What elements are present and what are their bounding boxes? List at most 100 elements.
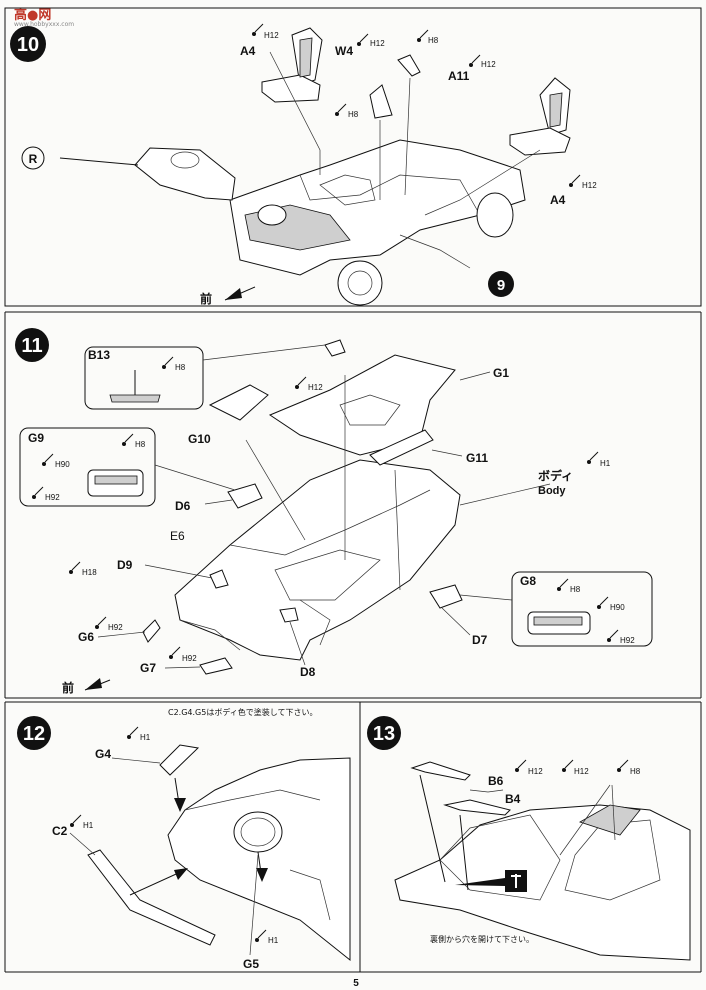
g4-part <box>159 744 200 776</box>
paint-brush-icon <box>169 646 181 659</box>
b4-part <box>443 799 511 816</box>
paint-g8-h8: H8 <box>570 585 581 594</box>
paint-brush-icon <box>357 33 369 46</box>
paint-brush-icon <box>562 759 574 772</box>
d7-part <box>429 584 463 609</box>
step-11-number: 11 <box>21 335 42 357</box>
label-front-10: 前 <box>200 291 212 306</box>
step-13-note: 裏側から穴を開けて下さい。 <box>430 934 534 944</box>
paint-g9-h8: H8 <box>135 440 146 449</box>
paint-b4: H8 <box>630 767 641 776</box>
paint-brush-icon <box>122 433 134 446</box>
paint-brush-icon <box>252 23 264 36</box>
paint-brush-icon <box>127 726 139 739</box>
paint-h12-c: H12 <box>481 60 496 69</box>
step-10-panel <box>4 7 702 307</box>
c2-part <box>87 849 216 946</box>
step-13-badge <box>367 716 401 750</box>
paint-g7: H92 <box>182 654 197 663</box>
paint-brush-icon <box>569 174 581 187</box>
label-r: R <box>29 152 38 166</box>
reference-r-circle <box>21 146 45 170</box>
seat-left <box>261 27 323 103</box>
paint-brush-icon <box>417 29 429 42</box>
g10-part <box>208 384 269 421</box>
paint-d9: H18 <box>82 568 97 577</box>
d8-part <box>279 607 299 623</box>
paint-h12-a: H12 <box>264 31 279 40</box>
paint-body: H1 <box>600 459 611 468</box>
paint-brush-icon <box>69 561 81 574</box>
paint-brush-icon <box>32 486 44 499</box>
label-g4: G4 <box>95 747 111 761</box>
label-b13: B13 <box>88 348 110 362</box>
paint-b13: H8 <box>175 363 186 372</box>
step-12-badge <box>17 716 51 750</box>
label-d7: D7 <box>472 633 488 647</box>
chassis-drawing <box>229 139 526 306</box>
label-a4-right: A4 <box>550 193 566 207</box>
label-d6: D6 <box>175 499 191 513</box>
paint-brush-icon <box>617 759 629 772</box>
watermark-text: 高●网 <box>14 8 52 23</box>
paint-h8-a: H8 <box>428 36 439 45</box>
label-d9: D9 <box>117 558 133 572</box>
paint-brush-icon <box>295 376 307 389</box>
label-g11: G11 <box>466 451 488 465</box>
d9-part <box>209 569 229 589</box>
step-10-badge <box>10 26 46 62</box>
g9-detail-box <box>19 427 156 507</box>
paint-h12-d: H12 <box>582 181 597 190</box>
label-b6: B6 <box>488 774 504 788</box>
label-g9: G9 <box>28 431 44 445</box>
paint-h8-b: H8 <box>348 110 359 119</box>
step-12-note: C2.G4.G5はボディ色で塗装して下さい。 <box>168 707 318 717</box>
label-g7: G7 <box>140 661 156 675</box>
label-body-jp: ボディ <box>538 468 573 483</box>
paint-brush-icon <box>70 814 82 827</box>
g7-part <box>199 657 233 675</box>
paint-b6-b: H12 <box>574 767 589 776</box>
paint-brush-icon <box>255 929 267 942</box>
shifter-part <box>369 84 393 119</box>
label-g6: G6 <box>78 630 94 644</box>
step-11-badge <box>15 328 49 362</box>
label-d8: D8 <box>300 665 316 679</box>
label-g1: G1 <box>493 366 509 380</box>
step-13-number: 13 <box>373 723 395 745</box>
b6-part <box>410 761 471 781</box>
label-g5: G5 <box>243 957 259 971</box>
step-9-ref-badge <box>488 271 514 297</box>
paint-g1: H12 <box>308 383 323 392</box>
dashboard-part <box>59 147 236 201</box>
paint-g5: H1 <box>268 936 279 945</box>
b13-detail-box <box>84 346 204 410</box>
d6-part <box>227 483 263 509</box>
label-body-en: Body <box>538 485 566 497</box>
step-12-number: 12 <box>23 723 45 745</box>
g11-part <box>369 429 434 466</box>
interior-tub-part <box>268 354 456 456</box>
paint-brush-icon <box>587 451 599 464</box>
handbrake-part <box>397 54 421 77</box>
page-number: 5 <box>353 978 359 989</box>
paint-brush-icon <box>557 578 569 591</box>
car-roof-drawing <box>394 804 691 961</box>
paint-g4: H1 <box>140 733 151 742</box>
paint-g9-h90: H90 <box>55 460 70 469</box>
paint-brush-icon <box>597 596 609 609</box>
paint-g8-h90: H90 <box>610 603 625 612</box>
label-a11: A11 <box>448 69 470 83</box>
paint-g8-h92: H92 <box>620 636 635 645</box>
label-e6: E6 <box>170 529 185 543</box>
label-b4: B4 <box>505 792 521 806</box>
label-step-9: 9 <box>497 277 505 294</box>
g8-detail-box <box>511 571 653 647</box>
mirror-part <box>324 339 346 357</box>
paint-g6: H92 <box>108 623 123 632</box>
car-body-drawing <box>174 459 461 661</box>
watermark-url: www.hobbyxxx.com <box>14 21 75 28</box>
paint-g9-h92: H92 <box>45 493 60 502</box>
g6-part <box>142 619 161 643</box>
